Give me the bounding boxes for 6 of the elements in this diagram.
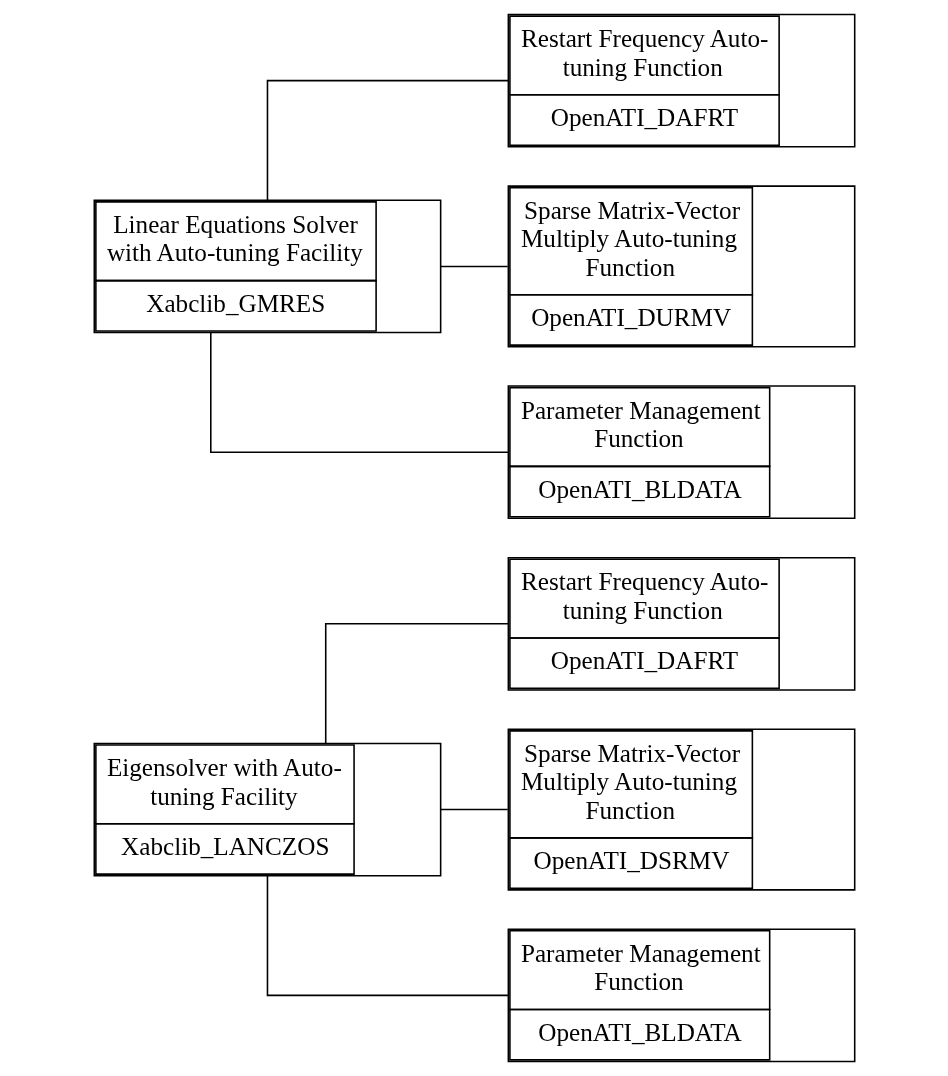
connector — [439, 808, 508, 811]
connector — [209, 332, 509, 453]
connector — [266, 79, 509, 201]
connector — [324, 623, 509, 744]
connector — [266, 875, 509, 997]
connector — [439, 265, 508, 268]
